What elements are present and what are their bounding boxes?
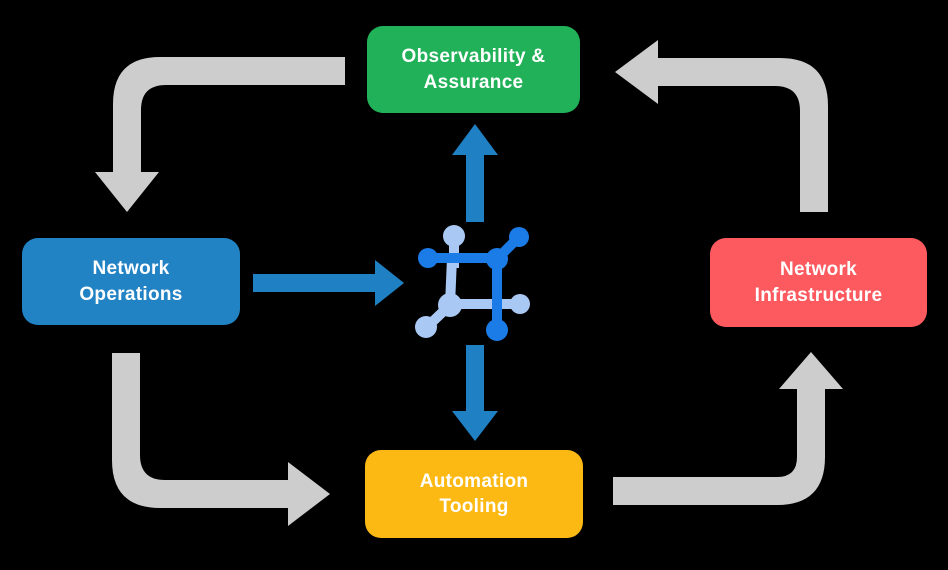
chip-dark-parts	[418, 227, 529, 341]
arrow-center-to-observability	[452, 124, 498, 222]
arrow-infrastructure-to-observability	[615, 40, 828, 212]
arrow-center-to-automation	[452, 345, 498, 441]
node-label-line: Assurance	[423, 71, 524, 93]
arrow-operations-to-center	[253, 260, 404, 306]
chip-light-parts	[415, 225, 530, 338]
arrow-operations-to-automation	[112, 353, 330, 526]
center-arrows	[253, 124, 498, 441]
network-chip-icon	[415, 225, 530, 341]
node-label-line: Tooling	[439, 496, 509, 517]
node-automation-tooling: Automation Tooling	[365, 450, 583, 538]
node-label-line: Observability &	[401, 46, 546, 68]
arrow-observability-to-operations	[95, 57, 345, 212]
node-network-operations: Network Operations	[22, 238, 240, 325]
arrow-automation-to-infrastructure	[613, 352, 843, 505]
node-label-line: Automation	[419, 470, 529, 492]
node-observability-assurance: Observability & Assurance	[367, 26, 580, 113]
node-label-line: Network	[92, 258, 170, 280]
node-network-infrastructure: Network Infrastructure	[710, 238, 927, 327]
node-label-line: Infrastructure	[754, 284, 883, 306]
node-label-line: Network	[779, 259, 858, 281]
node-label-line: Operations	[79, 283, 183, 305]
cycle-arrows	[95, 40, 843, 526]
